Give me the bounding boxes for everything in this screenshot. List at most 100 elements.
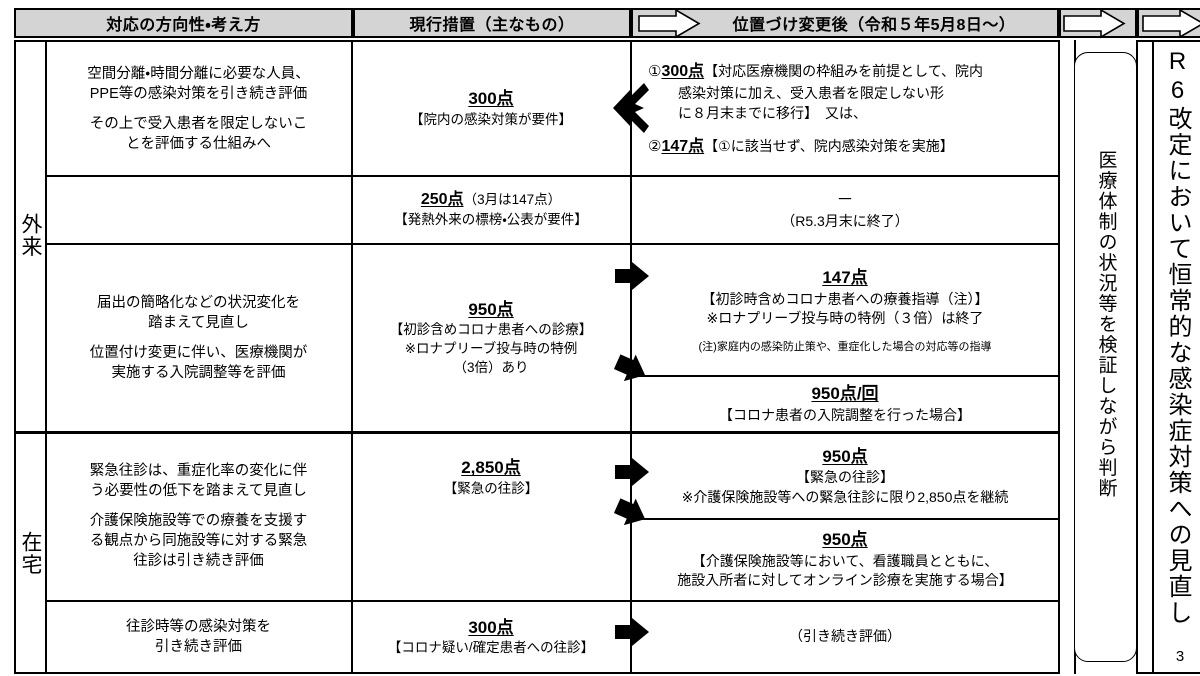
after-cell-row6: 950点 【介護保険施設等において、看護職員とともに、 施設入所者に対してオンラ… <box>633 520 1057 599</box>
row-rule-3-after-only <box>631 375 1059 377</box>
after-note: （R5.3月末に終了） <box>781 212 909 229</box>
policy-line: る観点から同施設等に対する緊急 <box>89 533 308 549</box>
after-item-marker: ① <box>648 62 662 80</box>
page-number: 3 <box>1175 648 1185 665</box>
down-right-arrow-solid-icon <box>613 354 649 390</box>
after-line: 【初診時含めコロナ患者への療養指導（注）】 <box>701 290 989 307</box>
current-note: 【院内の感染対策が要件】 <box>410 111 572 127</box>
row-rule-5-after-only <box>631 518 1059 520</box>
after-item-1: ①300点【対応医療機関の枠組みを前提として、院内 感染対策に加え、受入患者を限… <box>646 60 1052 124</box>
after-cell-row1: ①300点【対応医療機関の枠組みを前提として、院内 感染対策に加え、受入患者を限… <box>646 46 1052 172</box>
policy-line: 実施する入院調整等を評価 <box>111 364 286 381</box>
policy-line: 往診時等の感染対策を <box>126 619 271 635</box>
after-note: （引き続き評価） <box>789 628 901 645</box>
current-line: ※ロナプリーブ投与時の特例 <box>404 340 578 356</box>
current-line: （3倍）あり <box>453 359 529 375</box>
col2-col3-divider <box>630 40 632 674</box>
policy-line: 踏まえて見直し <box>148 314 249 331</box>
after-item-marker: ② <box>648 138 662 156</box>
after-cell-row5: 950点 【緊急の往診】 ※介護保険施設等への緊急往診に限り2,850点を継続 <box>633 436 1057 516</box>
table-bottom-rule <box>14 672 1060 674</box>
after-line: 【緊急の往診】 <box>796 469 894 486</box>
after-line: 【介護保険施設等において、看護職員とともに、 <box>691 552 999 569</box>
header-policy-direction-label: 対応の方向性・考え方 <box>106 17 261 34</box>
revision-column-text: R6改定において恒常的な感染症対策への見直し <box>1164 48 1191 626</box>
after-cell-row3: 147点 【初診時含めコロナ患者への療養指導（注）】 ※ロナプリーブ投与時の特例… <box>633 248 1057 374</box>
header-policy-direction: 対応の方向性・考え方 <box>14 8 353 38</box>
current-cell-row1: 300点 【院内の感染対策が要件】 <box>353 42 629 175</box>
current-points: 950点 <box>468 299 514 319</box>
after-item-line: 感染対策に加え、受入患者を限定しない形 <box>678 84 944 101</box>
right-arrow-solid-icon <box>615 262 649 290</box>
side-label-outpatient: 外来 <box>19 213 42 258</box>
after-item-points: 147点 <box>661 138 705 156</box>
table-left-rule <box>14 40 16 674</box>
current-points-suffix: （3月は147点） <box>463 192 562 208</box>
after-points: 147点 <box>822 268 868 288</box>
right-arrow-outline-icon <box>1142 8 1200 39</box>
after-item-line: 【①に該当せず、院内感染対策を実施】 <box>704 138 954 155</box>
after-points: 950点 <box>822 446 868 466</box>
current-note: 【発熱外来の標榜・公表が要件】 <box>394 212 588 228</box>
current-points: 300点 <box>468 617 514 637</box>
header-after-change-label: 位置づけ変更後（令和５年5月8日～） <box>732 17 1016 34</box>
after-points: 950点 <box>822 530 868 550</box>
current-points: 2,850点 <box>461 458 521 478</box>
after-line: 施設入所者に対してオンライン診療を実施する場合】 <box>677 572 1013 589</box>
policy-line: とを評価する仕組みへ <box>126 135 271 152</box>
policy-line: 空間分離・時間分離に必要な人員、 <box>87 65 310 82</box>
header-current-measures-label: 現行措置（主なもの） <box>409 17 575 34</box>
policy-cell-row1: 空間分離・時間分離に必要な人員、 PPE等の感染対策を引き続き評価 その上で受入… <box>47 42 350 175</box>
after-footnote: (注)家庭内の感染防止策や、重症化した場合の対応等の指導 <box>698 341 992 354</box>
after-line: 【コロナ患者の入院調整を行った場合】 <box>719 406 971 423</box>
policy-line: う必要性の低下を踏まえて見直し <box>90 483 307 499</box>
current-note: 【コロナ疑い/確定患者への往診】 <box>387 640 595 656</box>
current-points: 250点 <box>420 191 464 209</box>
bifurcating-double-arrow-icon <box>613 80 651 136</box>
side-label-home-care: 在宅 <box>19 531 42 576</box>
policy-cell-row3: 届出の簡略化などの状況変化を 踏まえて見直し 位置付け変更に伴い、医療機関が 実… <box>47 245 350 430</box>
current-line: 【初診含めコロナ患者への診療】 <box>389 322 593 338</box>
judgement-rounded-box <box>1074 52 1137 662</box>
policy-line: 届出の簡略化などの状況変化を <box>97 294 300 311</box>
row-rule-6 <box>45 600 1059 602</box>
current-points: 300点 <box>468 89 514 109</box>
current-cell-row5: 2,850点 【緊急の往診】 <box>353 440 629 515</box>
right-arrow-solid-icon <box>615 458 649 486</box>
right-arrow-solid-icon <box>615 618 649 646</box>
after-cell-row2: － （R5.3月末に終了） <box>633 177 1057 242</box>
current-cell-row2: 250点（3月は147点） 【発熱外来の標榜・公表が要件】 <box>353 177 629 242</box>
after-item-points: 300点 <box>661 62 705 80</box>
current-cell-row7: 300点 【コロナ疑い/確定患者への往診】 <box>353 602 629 672</box>
after-line: ※介護保険施設等への緊急往診に限り2,850点を継続 <box>681 488 1009 505</box>
after-cell-row4: 950点/回 【コロナ患者の入院調整を行った場合】 <box>633 377 1057 430</box>
after-dash: － <box>836 190 854 210</box>
policy-line: 緊急往診は、重症化率の変化に伴 <box>89 463 308 479</box>
after-item-2: ②147点【①に該当せず、院内感染対策を実施】 <box>646 135 1052 158</box>
row-rule-2 <box>45 243 1059 245</box>
side-label-divider <box>45 40 47 674</box>
current-note: 【緊急の往診】 <box>443 480 539 496</box>
after-cell-row7: （引き続き評価） <box>633 602 1057 672</box>
right-arrow-outline-icon <box>638 8 701 39</box>
after-points: 950点/回 <box>811 384 879 404</box>
policy-line: 引き続き評価 <box>155 639 242 655</box>
current-points-wrap: 250点（3月は147点） <box>421 189 561 211</box>
header-current-measures: 現行措置（主なもの） <box>353 8 631 38</box>
after-item-line: 【対応医療機関の枠組みを前提として、院内 <box>704 62 984 79</box>
row-rule-1 <box>45 175 1059 177</box>
col1-col2-divider <box>351 40 353 674</box>
revision-col-top-rule <box>1136 40 1200 42</box>
current-cell-row3: 950点 【初診含めコロナ患者への診療】 ※ロナプリーブ投与時の特例 （3倍）あ… <box>353 245 629 430</box>
after-line: ※ロナプリーブ投与時の特例（３倍）は終了 <box>706 310 984 327</box>
revision-col-left <box>1152 40 1154 674</box>
section-rule-outpatient-home <box>14 431 1059 434</box>
right-arrow-outline-icon <box>1063 8 1126 39</box>
policy-line: 位置付け変更に伴い、医療機関が <box>89 344 308 361</box>
policy-cell-row7: 往診時等の感染対策を 引き続き評価 <box>47 602 350 672</box>
policy-line: 往診は引き続き評価 <box>133 553 264 569</box>
down-right-arrow-solid-icon <box>613 498 649 534</box>
policy-cell-row5: 緊急往診は、重症化率の変化に伴 う必要性の低下を踏まえて見直し 介護保険施設等で… <box>47 433 350 599</box>
after-item-line: に８月末までに移行】 又は、 <box>678 105 867 121</box>
